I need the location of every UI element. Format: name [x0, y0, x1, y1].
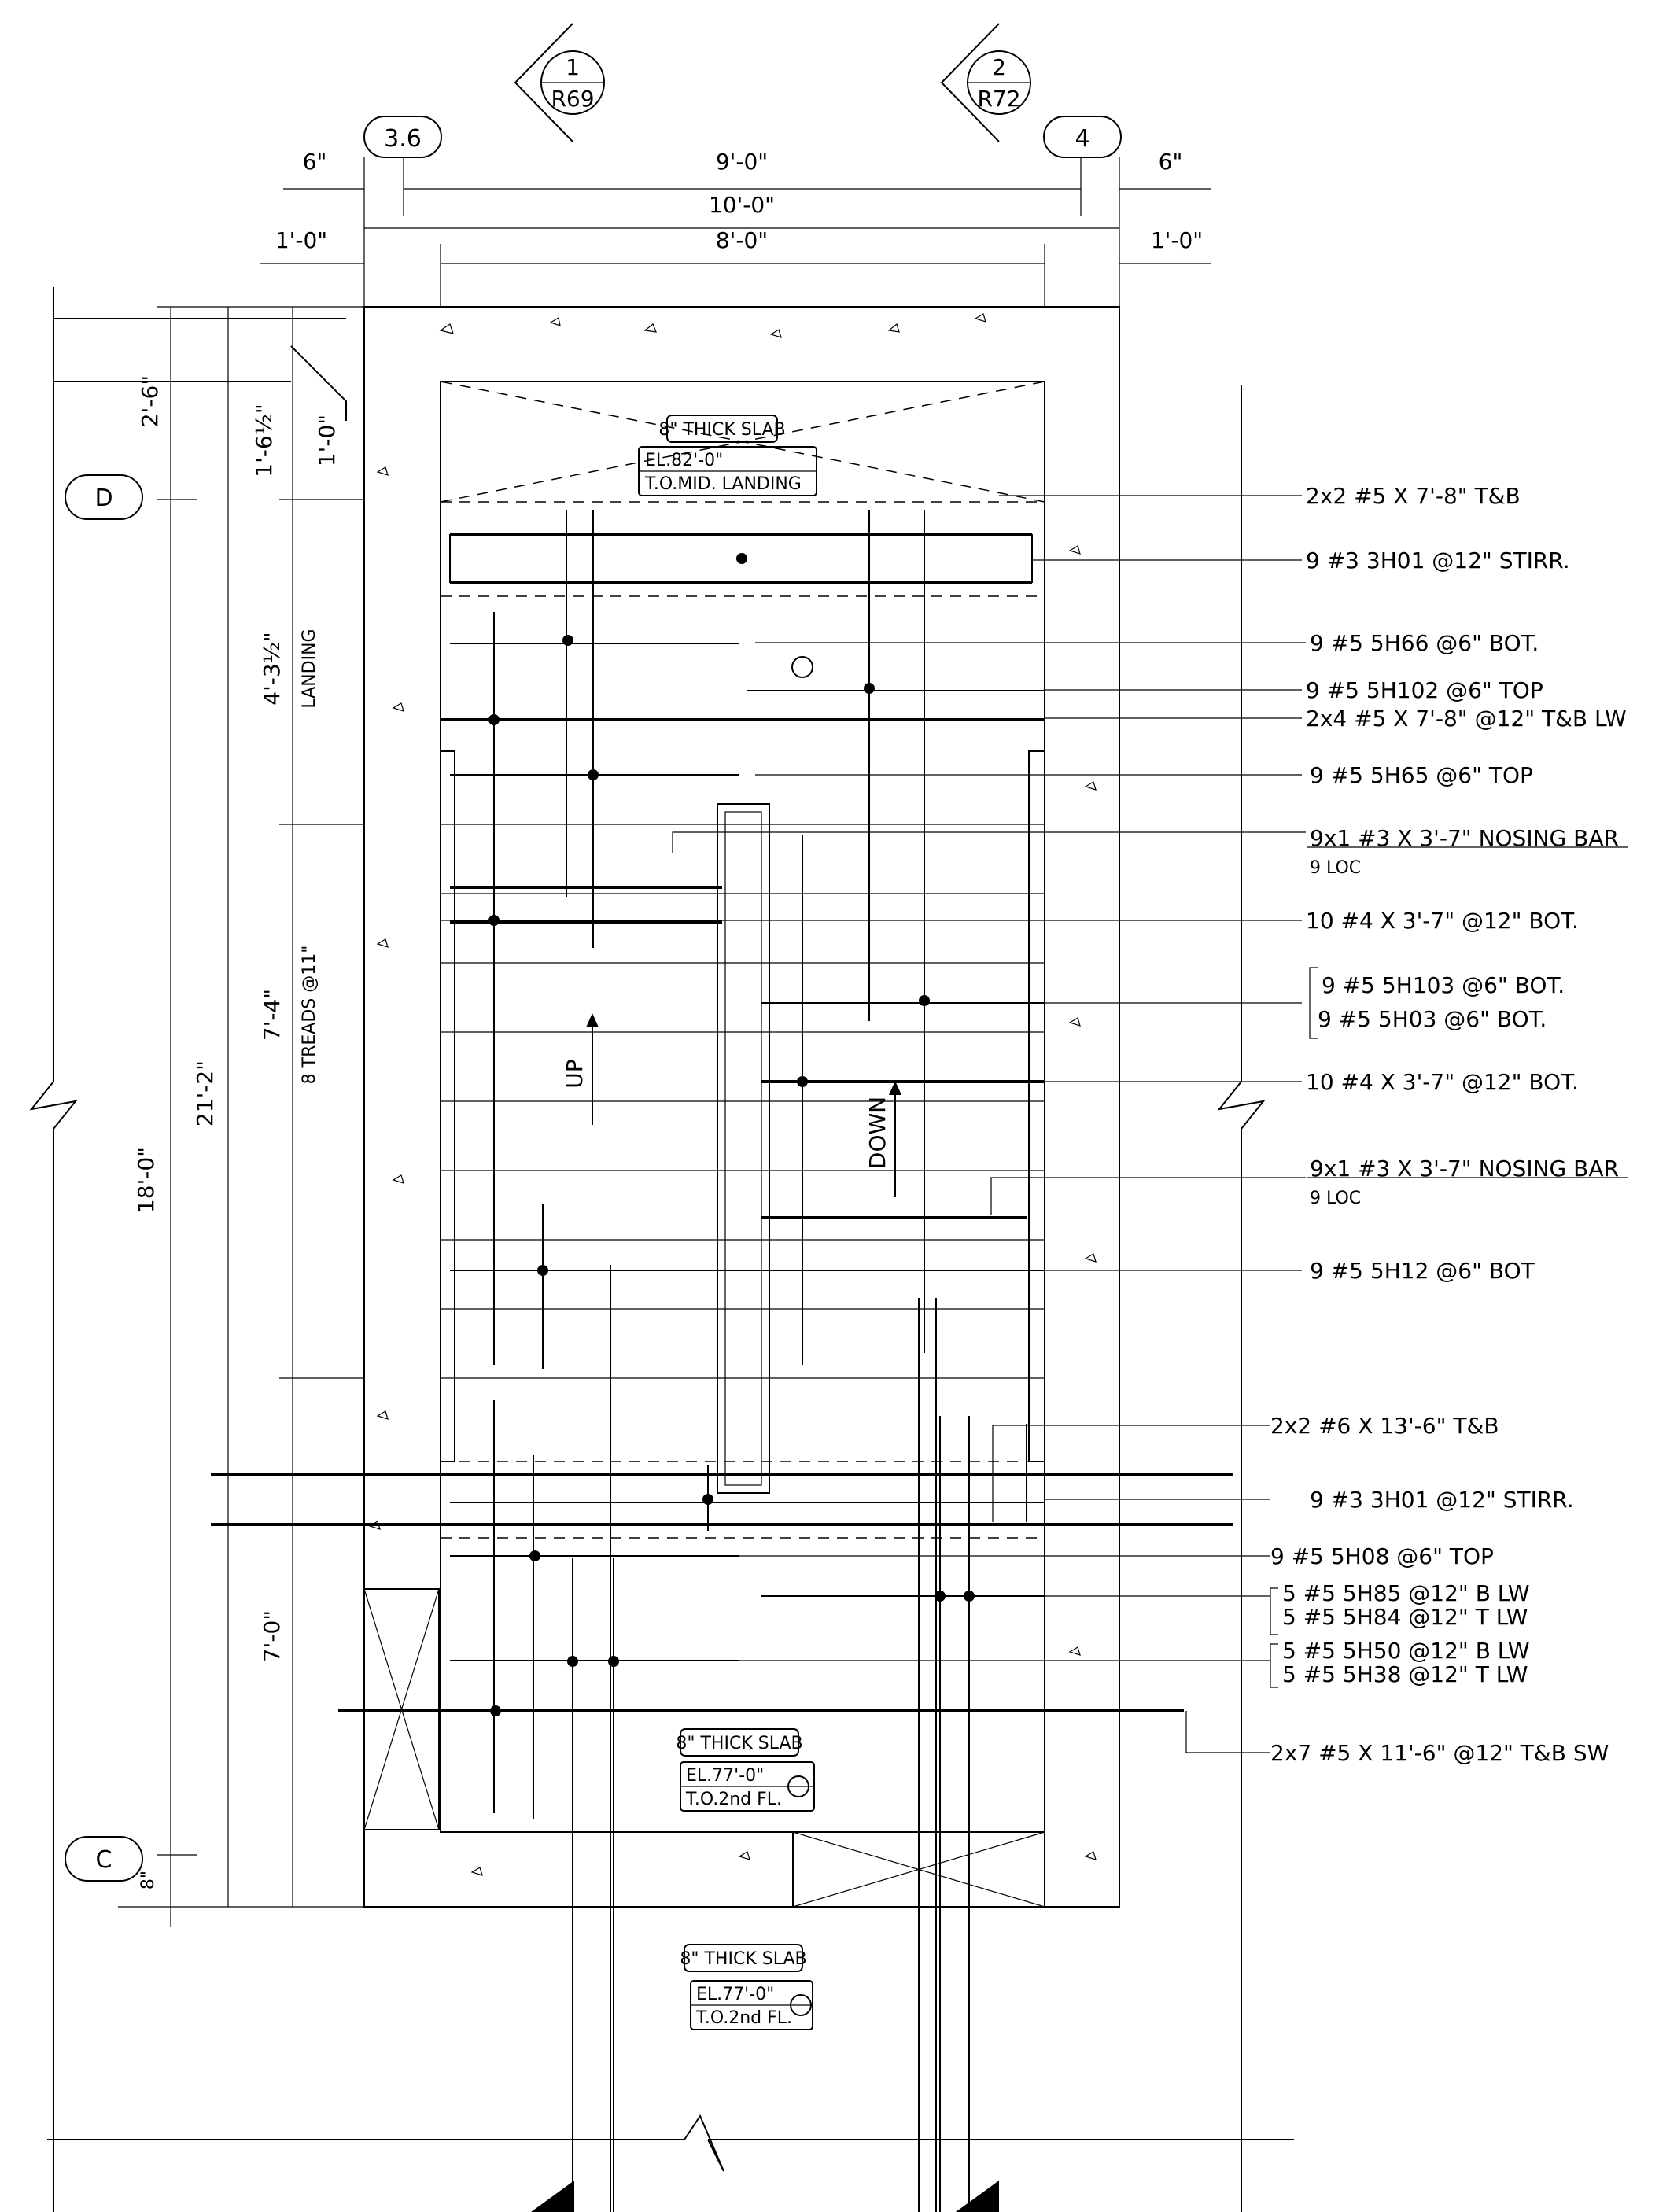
- callout-13: 9x1 #3 X 3'-7" NOSING BAR: [1310, 1156, 1619, 1182]
- second-out-elevation: EL.77'-0": [696, 1985, 774, 2004]
- callout-18: 9 #5 5H08 @6" TOP: [1270, 1543, 1494, 1569]
- down-label: DOWN: [865, 1097, 890, 1169]
- reinforcement-bars: [211, 510, 1233, 2212]
- dim-landing: LANDING: [300, 629, 319, 708]
- stair-shaft-walls: [363, 306, 1120, 1908]
- callout-17: 9 #3 3H01 @12" STIRR.: [1310, 1487, 1574, 1513]
- callout-23: 2x7 #5 X 11'-6" @12" T&B SW: [1270, 1740, 1609, 1766]
- dim-21-2: 21'-2": [192, 1060, 218, 1126]
- dim-2-6: 2'-6": [137, 375, 163, 427]
- callout-5: 2x4 #5 X 7'-8" @12" T&B LW: [1306, 706, 1627, 732]
- section-2-sheet: R72: [977, 86, 1020, 112]
- mid-thick-label: 8" THICK SLAB: [658, 420, 785, 440]
- left-dimensions: 2'-6" 1'-6½" 1'-0" 4'-3½" LANDING 7'-4" …: [118, 306, 364, 1927]
- section-1-number: 1: [566, 54, 580, 80]
- rebar-callouts: 2x2 #5 X 7'-8" T&B 9 #3 3H01 @12" STIRR.…: [1270, 483, 1627, 1766]
- callout-3: 9 #5 5H66 @6" BOT.: [1310, 630, 1539, 656]
- grid-bubble-c: C: [96, 1846, 112, 1874]
- callout-7: 9x1 #3 X 3'-7" NOSING BAR: [1310, 825, 1619, 851]
- callout-21: 5 #5 5H50 @12" B LW: [1282, 1638, 1530, 1664]
- dim-7-0: 7'-0": [259, 1610, 285, 1662]
- callout-6: 9 #5 5H65 @6" TOP: [1310, 762, 1533, 788]
- dim-9-0: 9'-0": [716, 149, 768, 175]
- callout-19: 5 #5 5H85 @12" B LW: [1282, 1580, 1530, 1606]
- callout-20: 5 #5 5H84 @12" T LW: [1282, 1604, 1528, 1630]
- section-cut-markers: [531, 2181, 999, 2212]
- grid-bubble-3-6: 3.6: [384, 125, 422, 153]
- second-out-thick-label: 8" THICK SLAB: [680, 1949, 806, 1969]
- callout-leaders: [441, 495, 1628, 1753]
- dim-4-3: 4'-3½": [259, 632, 285, 705]
- second-in-thick-label: 8" THICK SLAB: [676, 1734, 802, 1753]
- dim-1-0: 1'-0": [314, 415, 340, 466]
- second-out-reference: T.O.2nd FL.: [695, 2008, 792, 2028]
- slab-tag-mid-landing: 8" THICK SLAB EL.82'-0" T.O.MID. LANDING: [638, 415, 817, 678]
- stair-direction-arrows: UP DOWN: [562, 1013, 901, 1197]
- callout-10: 9 #5 5H103 @6" BOT.: [1322, 972, 1565, 998]
- dim-8: 8": [138, 1871, 158, 1889]
- section-1-sheet: R69: [551, 86, 594, 112]
- dim-7-4: 7'-4": [259, 989, 285, 1041]
- grid-bubble-d: D: [94, 485, 112, 512]
- mid-elevation: EL.82'-0": [645, 451, 723, 470]
- callout-14: 9 LOC: [1310, 1189, 1361, 1208]
- slab-tag-2nd-floor-inside: 8" THICK SLAB EL.77'-0" T.O.2nd FL.: [676, 1728, 815, 1812]
- dim-treads: 8 TREADS @11": [300, 946, 319, 1085]
- callout-8: 9 LOC: [1310, 858, 1361, 878]
- top-dimensions: 6" 9'-0" 6" 10'-0" 1'-0" 8'-0" 1'-0": [260, 149, 1211, 307]
- section-2-number: 2: [992, 54, 1006, 80]
- dim-1-0-left: 1'-0": [275, 227, 327, 253]
- section-mark-1: 1 R69: [514, 23, 605, 142]
- dim-1-6: 1'-6½": [251, 404, 277, 477]
- callout-22: 5 #5 5H38 @12" T LW: [1282, 1661, 1528, 1687]
- dim-8-0: 8'-0": [716, 227, 768, 253]
- dim-18-0: 18'-0": [133, 1147, 159, 1213]
- grid-bubbles: 3.6 4 D C: [65, 116, 1122, 1882]
- dim-10-0: 10'-0": [709, 192, 775, 218]
- bar-dots: [488, 553, 975, 1716]
- dim-1-0-right: 1'-0": [1151, 227, 1203, 253]
- callout-16: 2x2 #6 X 13'-6" T&B: [1270, 1413, 1499, 1439]
- second-in-elevation: EL.77'-0": [686, 1766, 764, 1786]
- second-in-reference: T.O.2nd FL.: [685, 1790, 782, 1809]
- callout-4: 9 #5 5H102 @6" TOP: [1306, 677, 1543, 703]
- callout-12: 10 #4 X 3'-7" @12" BOT.: [1306, 1069, 1579, 1095]
- building-outline: [29, 287, 1294, 2212]
- callout-15: 9 #5 5H12 @6" BOT: [1310, 1258, 1535, 1284]
- mid-reference: T.O.MID. LANDING: [644, 474, 802, 494]
- callout-9: 10 #4 X 3'-7" @12" BOT.: [1306, 908, 1579, 934]
- callout-1: 2x2 #5 X 7'-8" T&B: [1306, 483, 1521, 509]
- callout-2: 9 #3 3H01 @12" STIRR.: [1306, 547, 1570, 573]
- callout-11: 9 #5 5H03 @6" BOT.: [1318, 1006, 1547, 1032]
- section-mark-2: 2 R72: [940, 23, 1031, 142]
- dim-6-right: 6": [1159, 149, 1183, 175]
- section-marks: 1 R69 2 R72: [514, 23, 1031, 142]
- up-label: UP: [562, 1059, 588, 1088]
- slab-tag-2nd-floor-outside: 8" THICK SLAB EL.77'-0" T.O.2nd FL.: [680, 1944, 813, 2030]
- stair-treads: [440, 381, 1045, 1539]
- dim-6-left: 6": [303, 149, 327, 175]
- grid-bubble-4: 4: [1075, 125, 1089, 153]
